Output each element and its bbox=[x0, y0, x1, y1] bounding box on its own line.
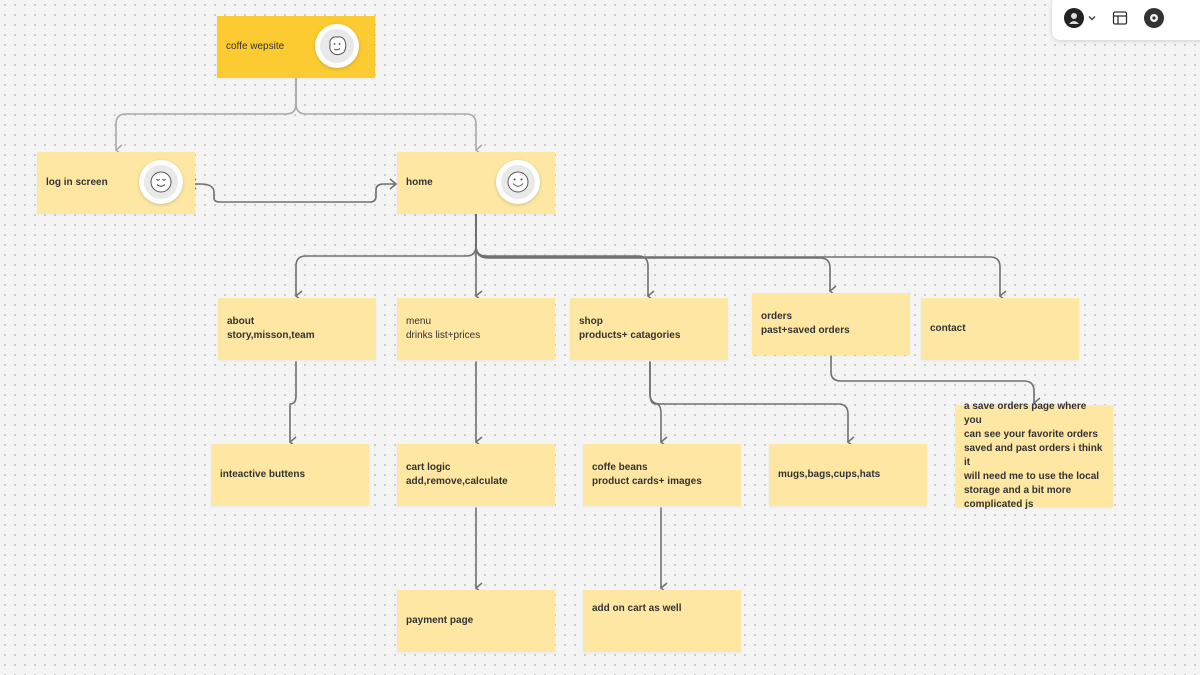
connector-root-login bbox=[114, 77, 297, 156]
sticky-menu[interactable]: menu drinks list+prices bbox=[397, 298, 555, 360]
sticky-log-in-screen[interactable]: log in screen bbox=[37, 152, 195, 214]
sticky-save-orders-note[interactable]: a save orders page where you can see you… bbox=[955, 401, 1113, 510]
sticky-about[interactable]: about story,misson,team bbox=[218, 298, 376, 360]
sticky-title: home bbox=[406, 177, 433, 188]
sticky-cart-logic[interactable]: cart logic add,remove,calculate bbox=[397, 444, 555, 506]
sticky-title: log in screen bbox=[46, 177, 108, 188]
note-line: can see your favorite orders bbox=[964, 429, 1098, 440]
connector-about-interactive bbox=[288, 361, 297, 448]
sticky-title: inteactive buttens bbox=[220, 469, 306, 480]
connector-home-about bbox=[294, 213, 477, 302]
avatar-root[interactable] bbox=[315, 24, 359, 68]
assistant-avatar-icon bbox=[1144, 8, 1164, 28]
user-avatar-icon bbox=[1064, 8, 1084, 28]
sticky-subtitle: products+ catagories bbox=[579, 330, 681, 341]
sticky-title: payment page bbox=[406, 615, 474, 626]
sticky-coffe-beans[interactable]: coffe beans product cards+ images bbox=[583, 444, 741, 506]
sticky-home[interactable]: home bbox=[397, 152, 555, 214]
sticky-add-on-cart[interactable]: add on cart as well bbox=[583, 590, 741, 652]
sticky-subtitle: story,misson,team bbox=[227, 330, 315, 341]
layout-button[interactable] bbox=[1112, 10, 1128, 26]
sticky-title: add on cart as well bbox=[592, 603, 682, 614]
sticky-shop[interactable]: shop products+ catagories bbox=[570, 298, 728, 360]
sticky-contact[interactable]: contact bbox=[921, 298, 1079, 360]
top-right-toolbar bbox=[1052, 0, 1200, 40]
sticky-inteactive-buttens[interactable]: inteactive buttens bbox=[211, 444, 369, 506]
chevron-down-icon bbox=[1088, 16, 1096, 21]
connector-home-shop bbox=[475, 213, 655, 302]
wink-face-icon bbox=[150, 171, 172, 193]
smiley-face-icon bbox=[507, 171, 529, 193]
sticky-title: coffe beans bbox=[592, 462, 648, 473]
connector-login-home bbox=[188, 178, 398, 203]
assistant-button[interactable] bbox=[1144, 8, 1164, 28]
sticky-title: coffe wepsite bbox=[226, 41, 285, 52]
user-menu[interactable] bbox=[1064, 8, 1096, 28]
note-line: will need me to use the local bbox=[964, 471, 1100, 482]
sticky-mugs-bags[interactable]: mugs,bags,cups,hats bbox=[769, 444, 927, 506]
sticky-coffe-wepsite[interactable]: coffe wepsite bbox=[217, 16, 375, 78]
avatar-login[interactable] bbox=[139, 160, 183, 204]
layout-panel-icon bbox=[1112, 11, 1128, 25]
connector-root-home bbox=[295, 77, 483, 156]
sticky-subtitle: drinks list+prices bbox=[406, 330, 481, 341]
connector-home-contact bbox=[475, 213, 1007, 302]
connector-orders-note bbox=[830, 355, 1041, 409]
note-line: storage and a bit more bbox=[964, 485, 1072, 496]
sticky-title: orders bbox=[761, 311, 793, 322]
sticky-subtitle: past+saved orders bbox=[761, 325, 850, 336]
sticky-title: cart logic bbox=[406, 462, 451, 473]
note-line: saved and past orders i think it bbox=[964, 443, 1103, 468]
sticky-orders[interactable]: orders past+saved orders bbox=[752, 293, 910, 355]
note-line: a save orders page where you bbox=[964, 401, 1087, 426]
sticky-subtitle: add,remove,calculate bbox=[406, 476, 508, 487]
note-line: complicated js bbox=[964, 499, 1034, 510]
connector-shop-mugs bbox=[649, 361, 855, 448]
sticky-title: about bbox=[227, 316, 255, 327]
sticky-subtitle: product cards+ images bbox=[592, 476, 702, 487]
sticky-payment-page[interactable]: payment page bbox=[397, 590, 555, 652]
sketch-face-icon bbox=[329, 36, 347, 56]
connector-shop-beans bbox=[649, 361, 668, 448]
sticky-title: contact bbox=[930, 323, 966, 334]
connector-home-orders bbox=[475, 213, 837, 297]
sticky-title: shop bbox=[579, 316, 603, 327]
sticky-title: menu bbox=[406, 316, 432, 327]
avatar-home[interactable] bbox=[496, 160, 540, 204]
sticky-title: mugs,bags,cups,hats bbox=[778, 469, 881, 480]
